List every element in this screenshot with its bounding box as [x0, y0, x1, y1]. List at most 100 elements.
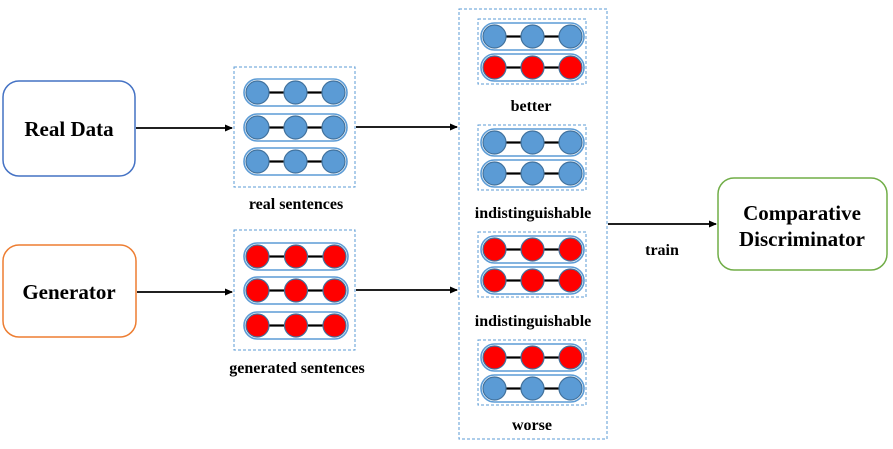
real-token-node	[245, 149, 270, 174]
real-sentence	[480, 374, 585, 403]
generated-token-node	[482, 237, 507, 262]
comparative-discriminator-node: Comparative Discriminator	[717, 177, 888, 271]
generated-sentences-label: generated sentences	[229, 360, 365, 377]
sentence-pill-outline	[480, 266, 585, 295]
real-sentences-label: real sentences	[249, 196, 343, 213]
real-data-box	[2, 80, 136, 177]
generated-sentence	[480, 343, 585, 372]
pair-dashed-box	[477, 124, 587, 191]
real-token-node	[283, 80, 308, 105]
generated-token-node	[482, 345, 507, 370]
sentence-pill-outline	[480, 22, 585, 51]
real-token-node	[558, 161, 583, 186]
real-token-node	[482, 24, 507, 49]
pair-label-better: better	[511, 98, 552, 115]
generated-token-node	[482, 55, 507, 80]
discriminator-label-line2: Discriminator	[739, 227, 865, 251]
real-sentences-dashed-box	[233, 66, 356, 188]
sentence-pair	[477, 339, 587, 406]
generated-token-node	[283, 313, 309, 338]
generated-token-node	[322, 313, 347, 338]
generated-token-node	[558, 268, 583, 293]
real-token-node	[482, 130, 507, 155]
real-token-node	[245, 80, 270, 105]
generated-token-node	[482, 268, 507, 293]
sentence-pill-outline	[243, 276, 349, 305]
real-token-node	[558, 24, 583, 49]
real-token-node	[520, 376, 545, 401]
discriminator-label-line1: Comparative	[743, 201, 861, 225]
generated-sentence	[480, 235, 585, 264]
sentence-pill-outline	[480, 343, 585, 372]
real-sentences-group	[233, 66, 356, 188]
real-token-node	[482, 161, 507, 186]
real-sentence	[243, 147, 348, 176]
real-token-node	[321, 115, 346, 140]
real-data-node: Real Data	[2, 80, 136, 177]
sentence-pill-outline	[243, 311, 349, 340]
generated-token-node	[520, 55, 545, 80]
generator-node: Generator	[2, 244, 137, 338]
real-sentence	[243, 78, 348, 107]
generated-token-node	[283, 278, 309, 303]
sentence-pill-outline	[480, 374, 585, 403]
pair-label-worse: worse	[512, 417, 552, 434]
generated-sentences-dashed-box	[233, 229, 356, 351]
generated-sentence	[243, 311, 349, 340]
sentence-pill-outline	[480, 128, 585, 157]
real-token-node	[283, 115, 308, 140]
real-data-label: Real Data	[24, 117, 114, 141]
real-sentence	[243, 113, 348, 142]
generated-token-node	[245, 313, 270, 338]
real-sentence	[480, 128, 585, 157]
generated-token-node	[520, 237, 545, 262]
sentence-pill-outline	[480, 235, 585, 264]
real-token-node	[482, 376, 507, 401]
real-token-node	[283, 149, 308, 174]
pair-dashed-box	[477, 231, 587, 298]
train-label: train	[645, 242, 679, 259]
real-sentence	[480, 159, 585, 188]
generated-token-node	[322, 244, 347, 269]
pair-dashed-box	[477, 339, 587, 406]
generated-token-node	[558, 345, 583, 370]
generated-sentences-group	[233, 229, 356, 351]
pair-dashed-box	[477, 18, 587, 85]
generator-box	[2, 244, 137, 338]
sentence-pair	[477, 124, 587, 191]
discriminator-box	[717, 177, 888, 271]
generated-token-node	[245, 278, 270, 303]
generated-token-node	[558, 55, 583, 80]
generated-sentence	[480, 53, 585, 82]
real-token-node	[558, 376, 583, 401]
pair-label-indistinguishable-fake: indistinguishable	[475, 313, 592, 330]
generated-token-node	[322, 278, 347, 303]
real-token-node	[520, 130, 545, 155]
sentence-pill-outline	[243, 113, 348, 142]
real-token-node	[321, 80, 346, 105]
generated-sentence	[480, 266, 585, 295]
generated-token-node	[245, 244, 270, 269]
generated-token-node	[558, 237, 583, 262]
sentence-pill-outline	[243, 242, 349, 271]
comparison-pairs-panel	[458, 8, 608, 440]
sentence-pill-outline	[243, 78, 348, 107]
pairs-dashed-box	[458, 8, 608, 440]
real-sentence	[480, 22, 585, 51]
generated-token-node	[283, 244, 309, 269]
sentence-pill-outline	[243, 147, 348, 176]
generated-token-node	[520, 268, 545, 293]
real-token-node	[520, 24, 545, 49]
sentence-pair	[477, 231, 587, 298]
real-token-node	[321, 149, 346, 174]
generated-token-node	[520, 345, 545, 370]
real-token-node	[558, 130, 583, 155]
generated-sentence	[243, 276, 349, 305]
real-token-node	[245, 115, 270, 140]
sentence-pill-outline	[480, 159, 585, 188]
pair-label-indistinguishable-real: indistinguishable	[475, 205, 592, 222]
generator-label: Generator	[22, 280, 115, 304]
sentence-pill-outline	[480, 53, 585, 82]
real-token-node	[520, 161, 545, 186]
